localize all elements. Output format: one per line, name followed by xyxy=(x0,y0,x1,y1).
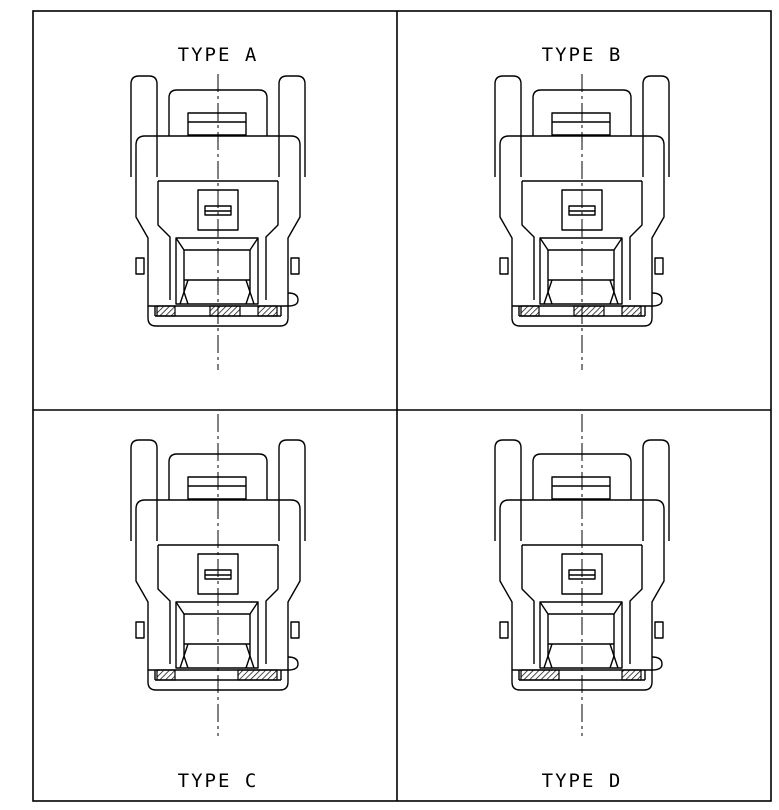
hatch-group-c xyxy=(156,669,278,681)
hatch-group-d xyxy=(520,669,642,681)
panel-type-a: TYPE A xyxy=(130,44,306,370)
label-type-b: TYPE B xyxy=(542,44,623,66)
hatched-seal-d-2 xyxy=(621,669,642,681)
hatched-seal-d-1 xyxy=(520,669,560,681)
hatched-seal-b-3 xyxy=(621,305,642,317)
hatch-group-a xyxy=(156,305,278,317)
panel-type-d: TYPE D xyxy=(494,414,670,792)
hatched-seal-c-2 xyxy=(237,669,278,681)
label-type-d: TYPE D xyxy=(542,770,623,792)
sheet-border xyxy=(32,10,772,802)
hatched-seal-a-1 xyxy=(156,305,176,317)
hatch-group-b xyxy=(520,305,642,317)
hatched-seal-b-1 xyxy=(520,305,540,317)
label-type-a: TYPE A xyxy=(178,44,259,66)
label-type-c: TYPE C xyxy=(178,770,259,792)
panel-type-b: TYPE B xyxy=(494,44,670,370)
hatched-seal-c-1 xyxy=(156,669,176,681)
hatched-seal-a-2 xyxy=(209,305,241,317)
hatched-seal-b-2 xyxy=(573,305,605,317)
hatched-seal-a-3 xyxy=(257,305,278,317)
panel-type-c: TYPE C xyxy=(130,414,306,792)
